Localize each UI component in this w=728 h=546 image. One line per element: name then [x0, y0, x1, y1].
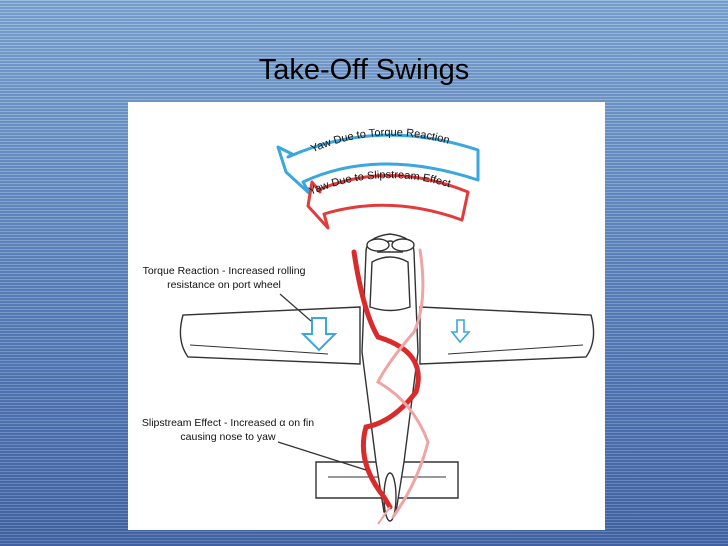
- propeller-blade-left: [366, 238, 390, 252]
- slide-title: Take-Off Swings: [258, 54, 470, 86]
- torque-leader-line: [279, 293, 312, 322]
- right-wing: [419, 306, 595, 365]
- torque-note-line1: Torque Reaction - Increased rolling: [143, 265, 306, 277]
- diagram-panel: Yaw Due to Torque Reaction Yaw Due to Sl…: [128, 102, 605, 530]
- canopy: [369, 256, 411, 312]
- slipstream-note-line1: Slipstream Effect - Increased α on fin: [142, 417, 314, 429]
- starboard-down-arrow: [450, 319, 471, 344]
- port-wheel-down-arrow: [300, 317, 338, 352]
- take-off-swings-diagram: Yaw Due to Torque Reaction Yaw Due to Sl…: [142, 127, 595, 525]
- aircraft-top-view: [179, 233, 595, 522]
- torque-yaw-arrow: [276, 133, 480, 196]
- slipstream-yaw-arrow: [306, 174, 470, 230]
- slipstream-leader-line: [277, 441, 367, 471]
- slipstream-spiral: [351, 248, 430, 525]
- torque-note-line2: resistance on port wheel: [167, 279, 281, 291]
- propeller-blade-right: [391, 238, 415, 252]
- slipstream-note-line2: causing nose to yaw: [180, 431, 276, 443]
